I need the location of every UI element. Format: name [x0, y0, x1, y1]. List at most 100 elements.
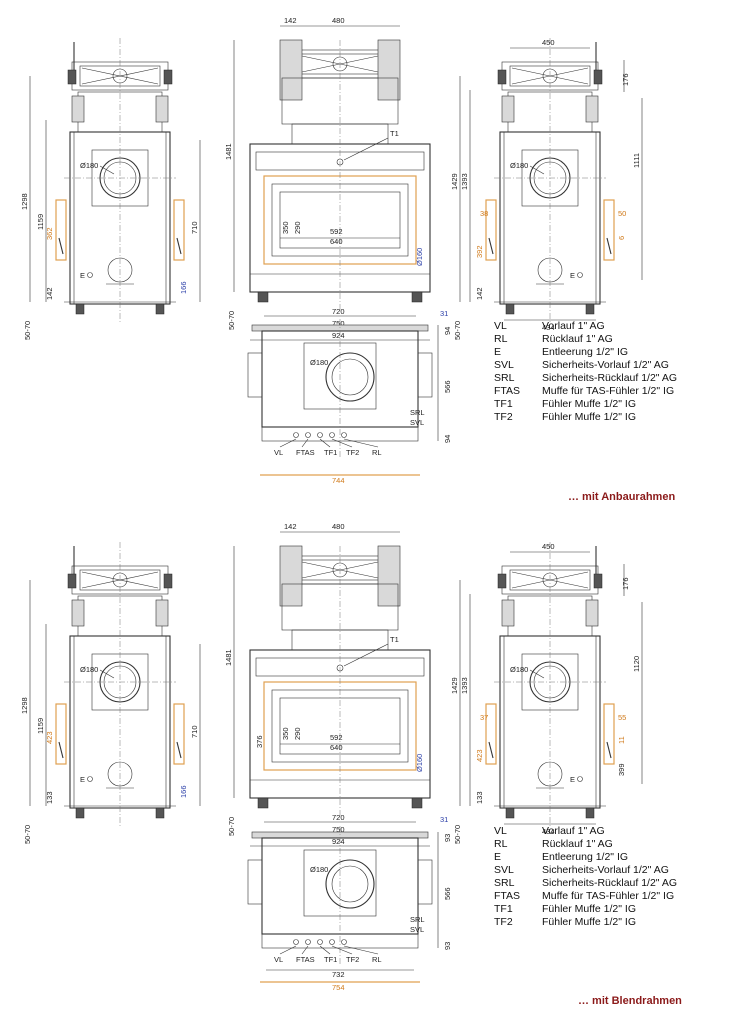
legend-code: SRL: [494, 372, 515, 384]
srl-label: SRL: [410, 915, 425, 924]
dim-1298: 1298: [20, 193, 29, 210]
dim-640: 640: [330, 743, 343, 752]
dim-350: 350: [281, 727, 290, 740]
dim-side-offset: 37: [480, 713, 488, 722]
dim-1481: 1481: [224, 649, 233, 666]
dim-diameter-160: Ø160: [415, 248, 424, 266]
dim-290: 290: [293, 221, 302, 234]
connector-ftas-label: FTAS: [296, 448, 315, 457]
dim-1429: 1429: [450, 173, 459, 190]
legend-code: TF1: [494, 903, 513, 915]
dim-290: 290: [293, 727, 302, 740]
dim-450: 450: [542, 38, 555, 47]
legend-text: Vorlauf 1" AG: [542, 320, 605, 332]
legend-text: Muffe für TAS-Fühler 1/2" IG: [542, 890, 674, 902]
dim-bottom: 94: [443, 435, 452, 443]
dim-bottom: 133: [475, 791, 484, 804]
dim-176: 176: [621, 577, 630, 590]
dim-142: 133: [45, 791, 54, 804]
legend-text: Fühler Muffe 1/2" IG: [542, 411, 636, 423]
dim-small: 11: [617, 736, 626, 744]
dim-710: 710: [190, 725, 199, 738]
dim-frame-height: 423: [45, 731, 54, 744]
dim-side-right: 50: [618, 209, 626, 218]
dim-1159: 1159: [36, 718, 45, 734]
variant-caption: … mit Anbaurahmen: [568, 491, 675, 503]
connector-tf2-label: TF2: [346, 448, 359, 457]
legend-code: FTAS: [494, 890, 520, 902]
srl-label: SRL: [410, 408, 425, 417]
dim-566: 566: [443, 380, 452, 393]
dim-166: 166: [179, 281, 188, 294]
dim-166: 166: [179, 785, 188, 798]
legend-row: RL Rücklauf 1" AG: [494, 838, 613, 850]
dim-side-offset: 38: [480, 209, 488, 218]
connector-rl-label: RL: [372, 955, 382, 964]
dim-1481: 1481: [224, 143, 233, 160]
dim-diameter-160: Ø160: [415, 754, 424, 772]
legend-code: E: [494, 346, 501, 358]
dim-31: 31: [440, 309, 448, 318]
dim-142: 142: [284, 16, 297, 25]
flue-diameter-label: Ø180: [310, 865, 328, 874]
dim-592: 592: [330, 227, 343, 236]
dim-142: 142: [45, 287, 54, 300]
dim-450: 450: [542, 542, 555, 551]
dim-31: 31: [440, 815, 448, 824]
legend-text: Sicherheits-Rücklauf 1/2" AG: [542, 877, 677, 889]
dim-frame-width: 744: [332, 476, 345, 485]
legend-row: TF2 Fühler Muffe 1/2" IG: [494, 411, 636, 423]
dim-frame-width: 754: [332, 983, 345, 992]
dim-592: 592: [330, 733, 343, 742]
drain-label: E: [570, 775, 575, 784]
dim-434: 434: [542, 827, 555, 836]
legend-text: Rücklauf 1" AG: [542, 333, 613, 345]
connector-ftas-label: FTAS: [296, 955, 315, 964]
dim-bottom: 93: [443, 942, 452, 950]
legend-row: TF1 Fühler Muffe 1/2" IG: [494, 903, 636, 915]
legend-text: Rücklauf 1" AG: [542, 838, 613, 850]
dim-feet: 50-70: [453, 825, 462, 844]
legend-text: Entleerung 1/2" IG: [542, 346, 628, 358]
legend-code: RL: [494, 838, 508, 850]
dim-frame-height: 423: [475, 749, 484, 762]
dim-1393: 1393: [460, 173, 469, 190]
svl-label: SVL: [410, 418, 424, 427]
dim-566: 566: [443, 887, 452, 900]
dim-frame-height: 362: [45, 227, 54, 240]
flue-diameter-label: Ø180: [310, 358, 328, 367]
dim-bottom: 142: [475, 287, 484, 300]
drain-label: E: [80, 775, 85, 784]
dim-732: 732: [332, 970, 345, 979]
legend-row: VL Vorlauf 1" AG: [494, 320, 605, 332]
dim-480: 480: [332, 16, 345, 25]
dim-720: 720: [332, 813, 345, 822]
legend-code: VL: [494, 320, 507, 332]
sensor-t1-label: T1: [390, 635, 399, 644]
connector-tf2-label: TF2: [346, 955, 359, 964]
dim-399: 399: [617, 763, 626, 776]
connector-vl-label: VL: [274, 955, 283, 964]
legend-code: VL: [494, 825, 507, 837]
connector-tf1-label: TF1: [324, 448, 337, 457]
svl-label: SVL: [410, 925, 424, 934]
legend-code: TF2: [494, 411, 513, 423]
connector-tf1-label: TF1: [324, 955, 337, 964]
legend-text: Fühler Muffe 1/2" IG: [542, 916, 636, 928]
legend-text: Fühler Muffe 1/2" IG: [542, 398, 636, 410]
dim-feet: 50-70: [227, 311, 236, 330]
dim-1298: 1298: [20, 697, 29, 714]
flue-diameter-label: Ø180: [510, 665, 528, 674]
legend-text: Fühler Muffe 1/2" IG: [542, 903, 636, 915]
